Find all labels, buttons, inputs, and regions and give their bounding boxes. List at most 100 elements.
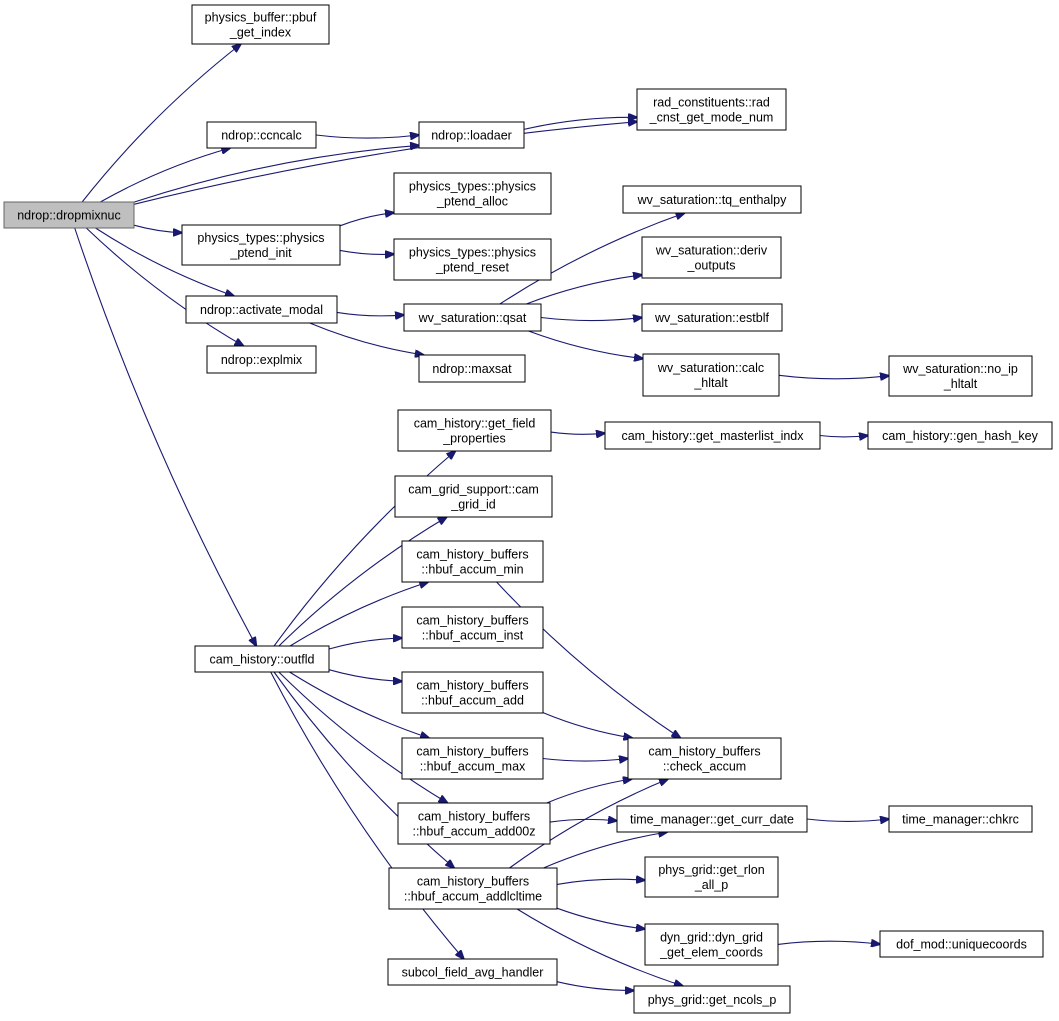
node-box [644, 923, 779, 966]
node-qsat[interactable]: wv_saturation::qsat [403, 303, 542, 332]
node-label: wv_saturation::estblf [654, 311, 769, 325]
edge-get-curr-date-to-chkrc [806, 819, 889, 821]
node-subcol-field-avg-handler[interactable]: subcol_field_avg_handler [387, 958, 558, 986]
node-get-field-properties[interactable]: cam_history::get_field_properties [397, 409, 552, 452]
node-explmix[interactable]: ndrop::explmix [206, 345, 317, 374]
node-label: rad_constituents::rad [653, 96, 770, 110]
edge-subcol-field-avg-handler-to-get-ncols-p [556, 981, 634, 991]
node-box [644, 856, 779, 898]
node-gen-hash-key[interactable]: cam_history::gen_hash_key [867, 421, 1053, 450]
node-get-ncols-p[interactable]: phys_grid::get_ncols_p [633, 985, 791, 1014]
node-label: ::hbuf_accum_min [421, 563, 523, 577]
node-label: _all_p [694, 878, 728, 892]
node-label: ndrop::loadaer [431, 129, 512, 143]
node-check-accum[interactable]: cam_history_buffers::check_accum [627, 737, 782, 780]
node-label: cam_history_buffers [416, 679, 528, 693]
edge-hbuf-accum-add00z-to-check-accum [546, 779, 632, 804]
node-box [388, 867, 558, 910]
node-label: cam_history::outfld [210, 653, 315, 667]
edge-dropmixnuc-to-pbuf-get-index [81, 44, 241, 203]
node-outfld[interactable]: cam_history::outfld [194, 645, 330, 673]
node-get-rlon-all-p[interactable]: phys_grid::get_rlon_all_p [644, 856, 779, 898]
node-calc-hltalt[interactable]: wv_saturation::calc_hltalt [642, 353, 780, 397]
node-get-masterlist-indx[interactable]: cam_history::get_masterlist_indx [604, 421, 821, 450]
edge-hbuf-accum-add00z-to-get-curr-date [549, 819, 617, 822]
node-label: _grid_id [450, 498, 496, 512]
edge-hbuf-accum-addlcltime-to-get-curr-date [543, 832, 668, 869]
node-hbuf-accum-inst[interactable]: cam_history_buffers::hbuf_accum_inst [401, 606, 544, 649]
edge-outfld-to-hbuf-accum-min [289, 582, 428, 647]
node-label: physics_types::physics [409, 180, 536, 194]
node-box [636, 88, 787, 131]
node-hbuf-accum-max[interactable]: cam_history_buffers::hbuf_accum_max [401, 737, 544, 780]
node-get-curr-date[interactable]: time_manager::get_curr_date [616, 805, 808, 833]
node-label: _get_elem_coords [659, 946, 763, 960]
node-ccncalc[interactable]: ndrop::ccncalc [206, 121, 317, 149]
node-ptend-reset[interactable]: physics_types::physics_ptend_reset [393, 238, 552, 281]
node-estblf[interactable]: wv_saturation::estblf [641, 303, 783, 332]
node-label: dof_mod::uniquecoords [896, 938, 1027, 952]
node-box [393, 172, 552, 215]
edge-qsat-to-tq-enthalpy [499, 213, 685, 305]
edge-outfld-to-cam-grid-id [278, 517, 447, 647]
edge-dropmixnuc-to-ptend-init [133, 224, 182, 233]
node-box [401, 737, 544, 780]
node-ptend-alloc[interactable]: physics_types::physics_ptend_alloc [393, 172, 552, 215]
node-label: ndrop::dropmixnuc [17, 209, 121, 223]
node-label: _outputs [687, 259, 736, 273]
edge-qsat-to-calc-hltalt [528, 330, 644, 359]
node-hbuf-accum-min[interactable]: cam_history_buffers::hbuf_accum_min [401, 540, 544, 583]
node-box [206, 345, 317, 374]
node-box [401, 606, 544, 649]
edge-hbuf-accum-addlcltime-to-dyn-grid-get-elem-coords [556, 907, 645, 929]
node-label: ndrop::maxsat [432, 362, 512, 376]
node-dyn-grid-get-elem-coords[interactable]: dyn_grid::dyn_grid_get_elem_coords [644, 923, 779, 966]
node-ptend-init[interactable]: physics_types::physics_ptend_init [181, 224, 341, 266]
edge-dropmixnuc-to-loadaer [133, 145, 419, 203]
edge-ptend-init-to-ptend-reset [339, 249, 394, 254]
node-label: cam_grid_support::cam [408, 483, 539, 497]
node-no-ip-hltalt[interactable]: wv_saturation::no_ip_hltalt [888, 355, 1033, 397]
node-label: dyn_grid::dyn_grid [660, 931, 763, 945]
node-deriv-outputs[interactable]: wv_saturation::deriv_outputs [641, 236, 782, 279]
node-label: physics_types::physics [197, 231, 324, 245]
node-box [616, 805, 808, 833]
node-box [185, 295, 338, 324]
node-label: _hltalt [693, 376, 728, 390]
node-chkrc[interactable]: time_manager::chkrc [888, 805, 1033, 833]
node-label: ::check_accum [663, 760, 746, 774]
edge-ccncalc-to-loadaer [315, 135, 419, 138]
node-label: _ptend_alloc [436, 195, 508, 209]
node-rad-cnst[interactable]: rad_constituents::rad_cnst_get_mode_num [636, 88, 787, 131]
node-box [387, 958, 558, 986]
edge-loadaer-to-rad-cnst [523, 117, 637, 130]
node-uniquecoords[interactable]: dof_mod::uniquecoords [879, 930, 1044, 958]
node-box [403, 303, 542, 332]
node-box [604, 421, 821, 450]
node-loadaer[interactable]: ndrop::loadaer [418, 121, 525, 149]
edge-outfld-to-hbuf-accum-inst [328, 638, 402, 650]
node-label: wv_saturation::deriv [655, 244, 768, 258]
node-box [418, 121, 525, 149]
edge-activate-modal-to-maxsat [309, 322, 424, 355]
node-activate-modal[interactable]: ndrop::activate_modal [185, 295, 338, 324]
node-tq-enthalpy[interactable]: wv_saturation::tq_enthalpy [622, 185, 802, 214]
node-hbuf-accum-addlcltime[interactable]: cam_history_buffers::hbuf_accum_addlclti… [388, 867, 558, 910]
node-pbuf-get-index[interactable]: physics_buffer::pbuf_get_index [191, 4, 330, 45]
node-label: wv_saturation::no_ip [902, 362, 1018, 376]
edge-outfld-to-get-field-properties [273, 451, 455, 647]
edge-get-field-properties-to-get-masterlist-indx [550, 432, 605, 434]
node-box [633, 985, 791, 1014]
edge-get-masterlist-indx-to-gen-hash-key [819, 436, 868, 437]
node-maxsat[interactable]: ndrop::maxsat [418, 354, 526, 383]
node-hbuf-accum-add00z[interactable]: cam_history_buffers::hbuf_accum_add00z [397, 802, 551, 845]
node-label: cam_history_buffers [416, 614, 528, 628]
node-dropmixnuc[interactable]: ndrop::dropmixnuc [3, 201, 135, 229]
edges [74, 44, 889, 991]
node-box [641, 236, 782, 279]
node-hbuf-accum-add[interactable]: cam_history_buffers::hbuf_accum_add [401, 671, 544, 714]
node-cam-grid-id[interactable]: cam_grid_support::cam_grid_id [394, 475, 553, 518]
node-label: cam_history::get_masterlist_indx [621, 429, 804, 443]
edge-outfld-to-hbuf-accum-add00z [278, 671, 448, 803]
